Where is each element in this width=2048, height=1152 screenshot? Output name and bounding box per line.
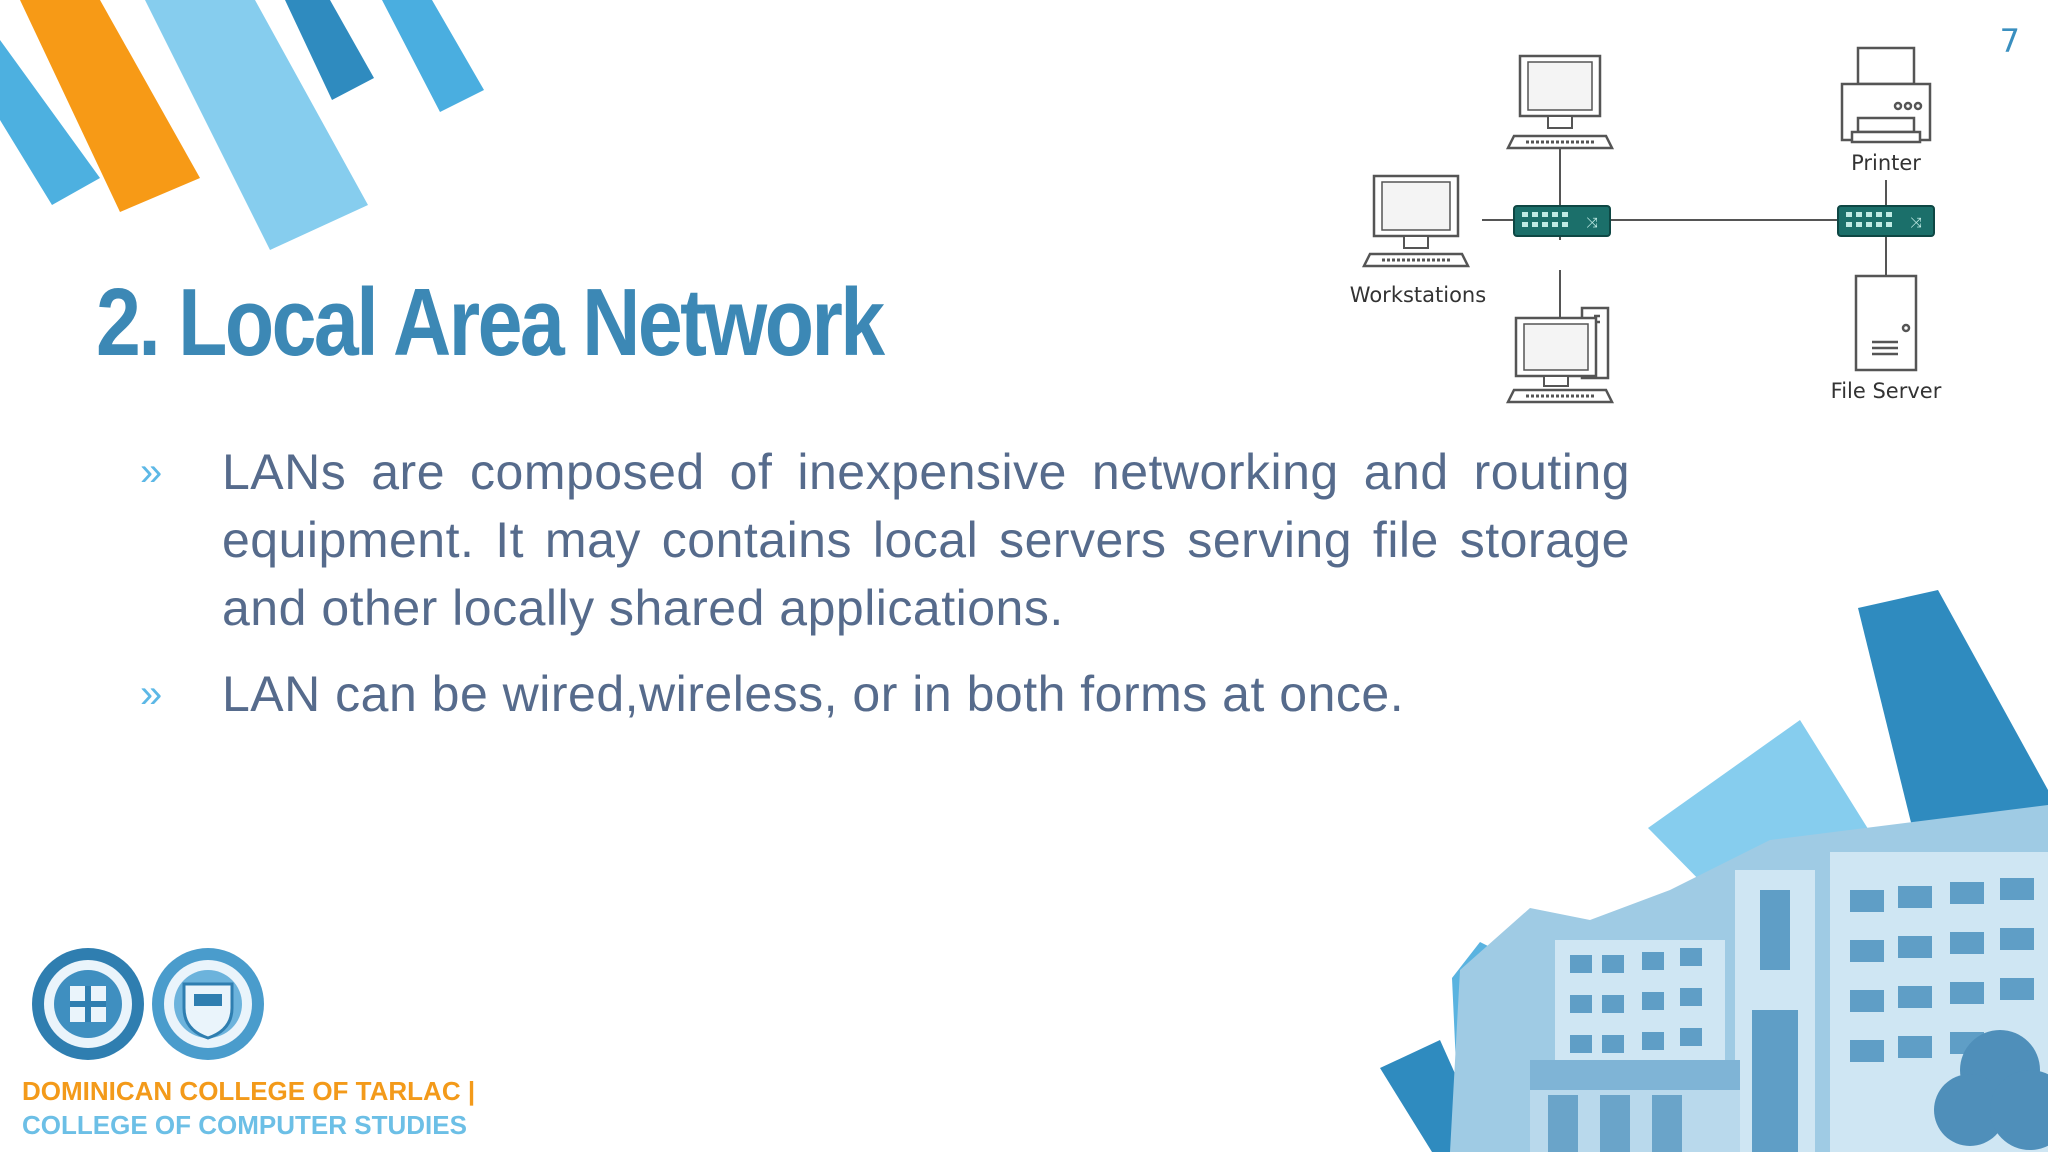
- svg-text:⤨: ⤨: [1586, 215, 1598, 231]
- lan-diagram: Workstations ⤨: [1350, 46, 1942, 404]
- bullet-text: LAN can be wired,wireless, or in both fo…: [222, 666, 1405, 722]
- printer-icon: [1840, 46, 1932, 144]
- campus-building-image: [1380, 590, 2048, 1152]
- network-switch-icon: ⤨: [1513, 205, 1611, 237]
- college-name: DOMINICAN COLLEGE OF TARLAC | COLLEGE OF…: [22, 1074, 475, 1142]
- bullet-marker: »: [140, 672, 163, 716]
- file-server-label: File Server: [1831, 379, 1942, 403]
- dominican-college-seal-icon: [32, 948, 144, 1060]
- computer-icon: [1505, 54, 1615, 150]
- bullet-list: » LANs are composed of inexpensive netwo…: [140, 438, 1630, 746]
- slide-title: 2. Local Area Network: [96, 269, 885, 376]
- college-name-line2: COLLEGE OF COMPUTER STUDIES: [22, 1110, 467, 1140]
- college-seals: [32, 948, 264, 1060]
- network-switch-icon: ⤨: [1837, 205, 1935, 237]
- bullet-text: LANs are composed of inexpensive network…: [222, 444, 1630, 636]
- bullet-marker: »: [140, 450, 163, 494]
- bullet-item: » LAN can be wired,wireless, or in both …: [140, 660, 1630, 728]
- printer-label: Printer: [1851, 151, 1921, 175]
- bullet-item: » LANs are composed of inexpensive netwo…: [140, 438, 1630, 642]
- top-left-stripes: [0, 0, 484, 250]
- computer-studies-seal-icon: [152, 948, 264, 1060]
- workstations-label: Workstations: [1350, 283, 1486, 307]
- college-name-line1: DOMINICAN COLLEGE OF TARLAC |: [22, 1076, 476, 1106]
- computer-icon: [1361, 174, 1471, 268]
- file-server-icon: [1854, 274, 1918, 372]
- computer-icon: [1505, 306, 1615, 404]
- page-number: 7: [1999, 22, 2020, 60]
- svg-text:⤨: ⤨: [1910, 215, 1922, 231]
